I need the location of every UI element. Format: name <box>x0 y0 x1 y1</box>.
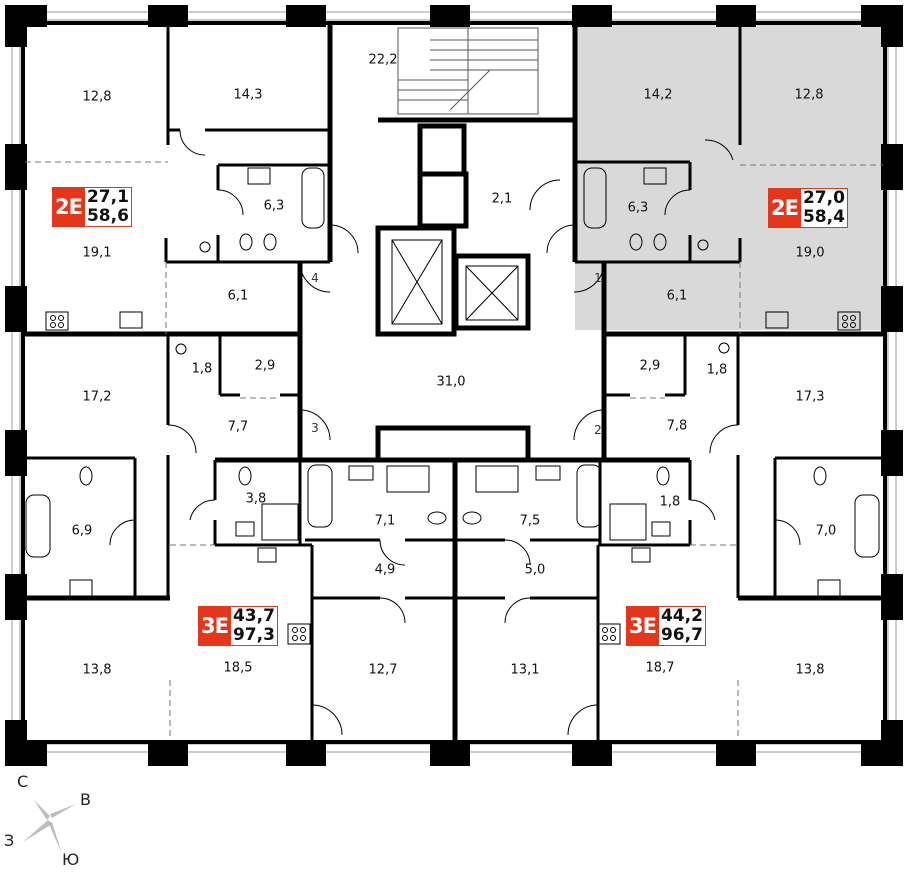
room-area: 7,0 <box>815 523 837 539</box>
compass-north: С <box>17 772 29 791</box>
apartment-badge[interactable]: 2E 27,0 58,4 <box>768 188 848 228</box>
room-area: 12,8 <box>794 87 824 103</box>
room-area: 7,8 <box>666 418 688 434</box>
room-area: 6,9 <box>71 523 93 539</box>
room-area: 2,9 <box>639 358 661 374</box>
apartment-areas: 43,7 97,3 <box>230 606 278 646</box>
room-area: 19,1 <box>82 245 112 261</box>
door-swings <box>109 129 801 736</box>
living-area: 27,0 <box>802 188 845 208</box>
stairs <box>397 27 539 115</box>
bathtubs <box>25 167 880 558</box>
apartment-type: 3E <box>198 606 231 646</box>
door-number: 4 <box>311 271 319 285</box>
apartment-badge[interactable]: 3E 44,2 96,7 <box>626 606 706 646</box>
apartment-type: 2E <box>52 187 85 227</box>
thin-walls <box>25 25 883 740</box>
room-area: 2,1 <box>491 191 513 207</box>
room-area: 1,8 <box>706 362 728 378</box>
living-area: 27,1 <box>86 187 129 207</box>
room-area: 13,8 <box>82 662 112 678</box>
room-area: 17,3 <box>795 389 825 405</box>
room-area: 17,2 <box>82 389 112 405</box>
columns <box>5 5 903 766</box>
apartment-areas: 27,0 58,4 <box>800 188 848 228</box>
total-area: 58,4 <box>802 207 845 227</box>
room-area: 12,7 <box>368 662 398 678</box>
compass-rose: С В З Ю <box>0 760 100 880</box>
room-area: 3,8 <box>245 491 267 507</box>
door-number: 1 <box>594 271 602 285</box>
apartment-type: 2E <box>768 188 801 228</box>
compass-south: Ю <box>62 850 80 869</box>
living-area: 44,2 <box>660 606 703 626</box>
room-area: 1,8 <box>191 361 213 377</box>
room-area: 18,7 <box>645 660 675 676</box>
compass-icon <box>23 800 76 854</box>
room-area: 13,8 <box>795 662 825 678</box>
living-area: 43,7 <box>232 606 275 626</box>
total-area: 97,3 <box>232 625 275 645</box>
highlighted-apartment[interactable] <box>575 25 883 330</box>
fixtures <box>45 167 861 645</box>
room-area: 19,0 <box>795 245 825 261</box>
room-area: 6,3 <box>627 200 649 216</box>
room-area: 7,5 <box>519 513 541 529</box>
room-area: 7,1 <box>374 513 396 529</box>
room-area: 6,1 <box>666 288 688 304</box>
core-walls <box>375 123 531 463</box>
room-area: 6,3 <box>263 198 285 214</box>
total-area: 96,7 <box>660 625 703 645</box>
room-area: 14,3 <box>233 87 263 103</box>
room-area: 5,0 <box>524 562 546 578</box>
room-area: 6,1 <box>227 288 249 304</box>
zone-dividers <box>25 161 883 740</box>
room-area: 7,7 <box>227 419 249 435</box>
room-area: 22,2 <box>368 52 398 68</box>
room-area: 4,9 <box>374 562 396 578</box>
apartment-badge[interactable]: 3E 43,7 97,3 <box>198 606 278 646</box>
room-area: 1,8 <box>659 494 681 510</box>
room-area: 14,2 <box>643 87 673 103</box>
room-area: 2,9 <box>254 358 276 374</box>
room-area: 31,0 <box>436 374 466 390</box>
apartment-areas: 27,1 58,6 <box>84 187 132 227</box>
room-area: 13,1 <box>510 662 540 678</box>
apartment-areas: 44,2 96,7 <box>658 606 706 646</box>
elevators <box>391 239 519 325</box>
apartment-badge[interactable]: 2E 27,1 58,6 <box>52 187 132 227</box>
total-area: 58,6 <box>86 206 129 226</box>
apartment-type: 3E <box>626 606 659 646</box>
room-area: 18,5 <box>223 660 253 676</box>
compass-west: З <box>4 831 15 850</box>
room-area: 12,8 <box>82 89 112 105</box>
door-number: 3 <box>311 421 319 435</box>
door-number: 2 <box>594 423 602 437</box>
compass-east: В <box>80 790 91 809</box>
